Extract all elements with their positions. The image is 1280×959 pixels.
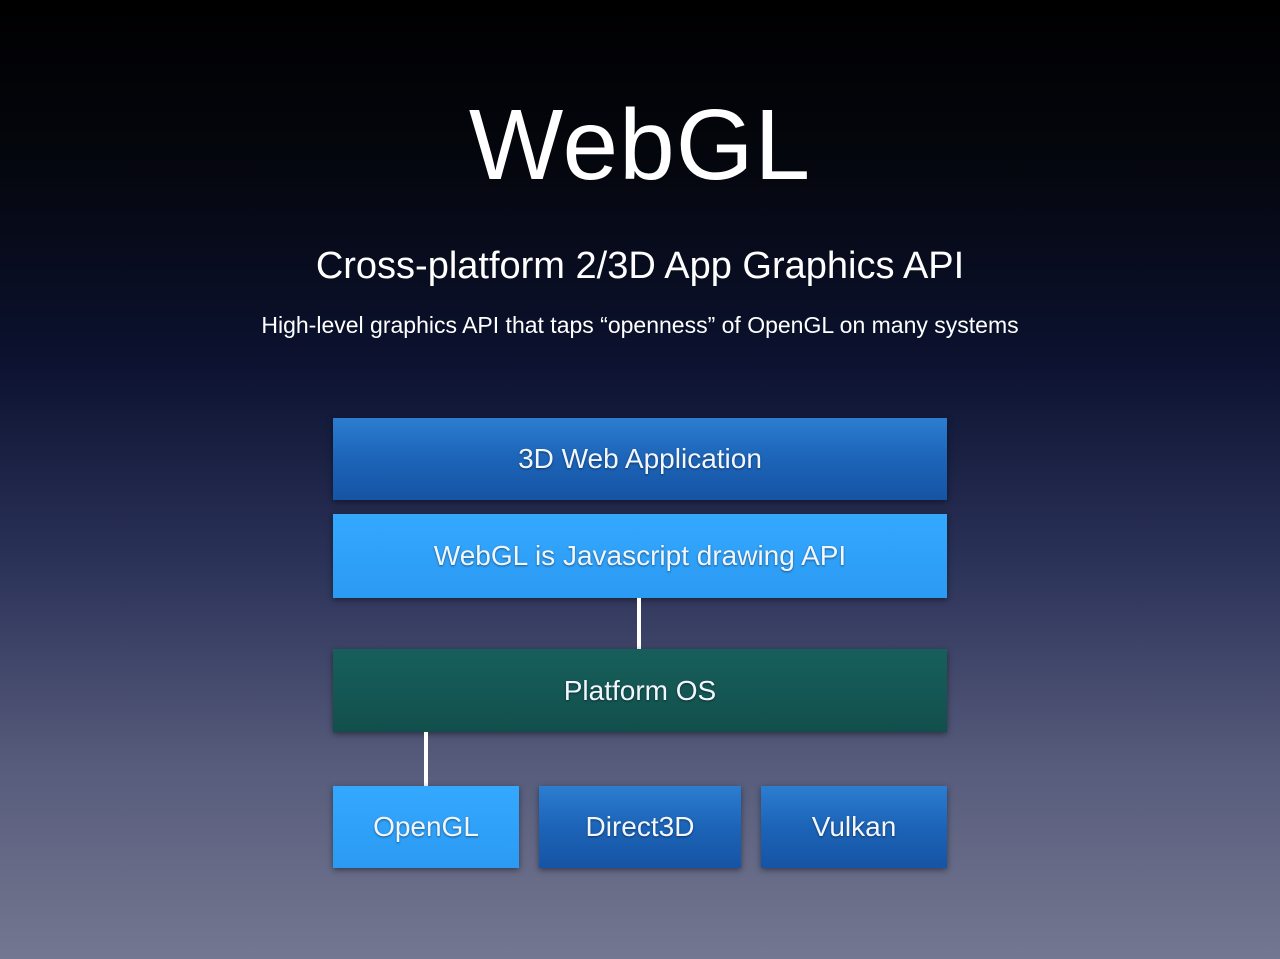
- backend-vulkan: Vulkan: [761, 786, 947, 868]
- slide-subtitle: Cross-platform 2/3D App Graphics API: [315, 245, 965, 287]
- connector-webgl-to-os: [637, 598, 641, 649]
- backend-direct3d: Direct3D: [539, 786, 741, 868]
- layer-3d-web-application: 3D Web Application: [333, 418, 947, 500]
- layer-webgl-api: WebGL is Javascript drawing API: [333, 514, 947, 598]
- slide-tagline: High-level graphics API that taps “openn…: [261, 312, 1019, 338]
- slide-title: WebGL: [468, 89, 812, 201]
- backend-opengl: OpenGL: [333, 786, 519, 868]
- connector-os-to-opengl: [424, 732, 428, 786]
- layer-platform-os: Platform OS: [333, 649, 947, 732]
